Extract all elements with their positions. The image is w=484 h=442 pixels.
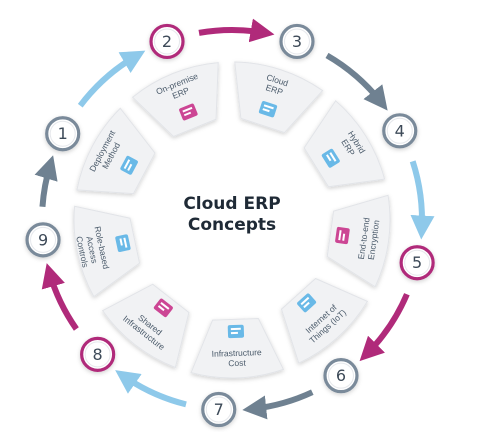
- panel-shape: [326, 194, 391, 288]
- number-badge-1: 1: [45, 116, 81, 152]
- ring-arrows: [34, 18, 435, 420]
- server-stack-icon: [179, 103, 198, 121]
- badge-number: 8: [93, 345, 103, 364]
- number-badge-8: 8: [80, 336, 116, 372]
- access-hand-icon: [115, 234, 131, 252]
- number-badge-9: 9: [25, 222, 61, 258]
- ring-arrow-1: [77, 50, 146, 108]
- segment-7-label-line-1: Infrastructure: [211, 347, 262, 359]
- badge-number: 5: [412, 253, 422, 272]
- ring-arrow-4: [409, 160, 435, 240]
- badge-number: 7: [214, 400, 224, 419]
- ring-arrow-9: [34, 155, 58, 207]
- center-title: Cloud ERP Concepts: [183, 194, 280, 235]
- ring-arrow-3: [325, 52, 388, 111]
- number-badge-5: 5: [399, 245, 435, 281]
- panel-shape: [234, 61, 324, 134]
- ring-arrow-5: [359, 293, 410, 362]
- ring-arrow-8: [41, 263, 79, 331]
- center-title-line1: Cloud ERP: [183, 194, 280, 214]
- dollar-screen-icon: [227, 324, 245, 339]
- gear-monitor-icon: [120, 155, 138, 175]
- number-badge-6: 6: [323, 358, 359, 394]
- panel-shape: [190, 318, 285, 379]
- key-binary-icon: [335, 226, 350, 245]
- badge-number: 4: [395, 121, 405, 140]
- panel-shape: [303, 100, 386, 188]
- number-badges: 1 2 3 4 5 6 7 8 9: [25, 23, 435, 428]
- shared-gear-icon: [153, 298, 173, 318]
- hybrid-cloud-icon: [321, 148, 340, 168]
- ring-arrow-7: [115, 370, 187, 408]
- segment-7-label-line-2: Cost: [228, 358, 246, 369]
- badge-number: 2: [162, 32, 172, 51]
- number-badge-4: 4: [382, 113, 418, 149]
- panel-shape: [76, 107, 156, 195]
- badge-number: 6: [336, 366, 346, 385]
- center-title-line2: Concepts: [188, 215, 276, 235]
- badge-number: 9: [38, 230, 48, 249]
- panel-shape: [131, 62, 219, 138]
- iot-signal-icon: [297, 293, 317, 313]
- number-badge-7: 7: [201, 391, 237, 428]
- number-badge-3: 3: [279, 23, 315, 60]
- panel-shape: [73, 205, 141, 298]
- number-badge-2: 2: [149, 23, 185, 60]
- ring-arrow-6: [242, 389, 314, 420]
- badge-number: 1: [58, 124, 68, 143]
- cloud-network-icon: [258, 101, 278, 118]
- badge-number: 3: [292, 32, 302, 51]
- ring-arrow-2: [198, 18, 275, 43]
